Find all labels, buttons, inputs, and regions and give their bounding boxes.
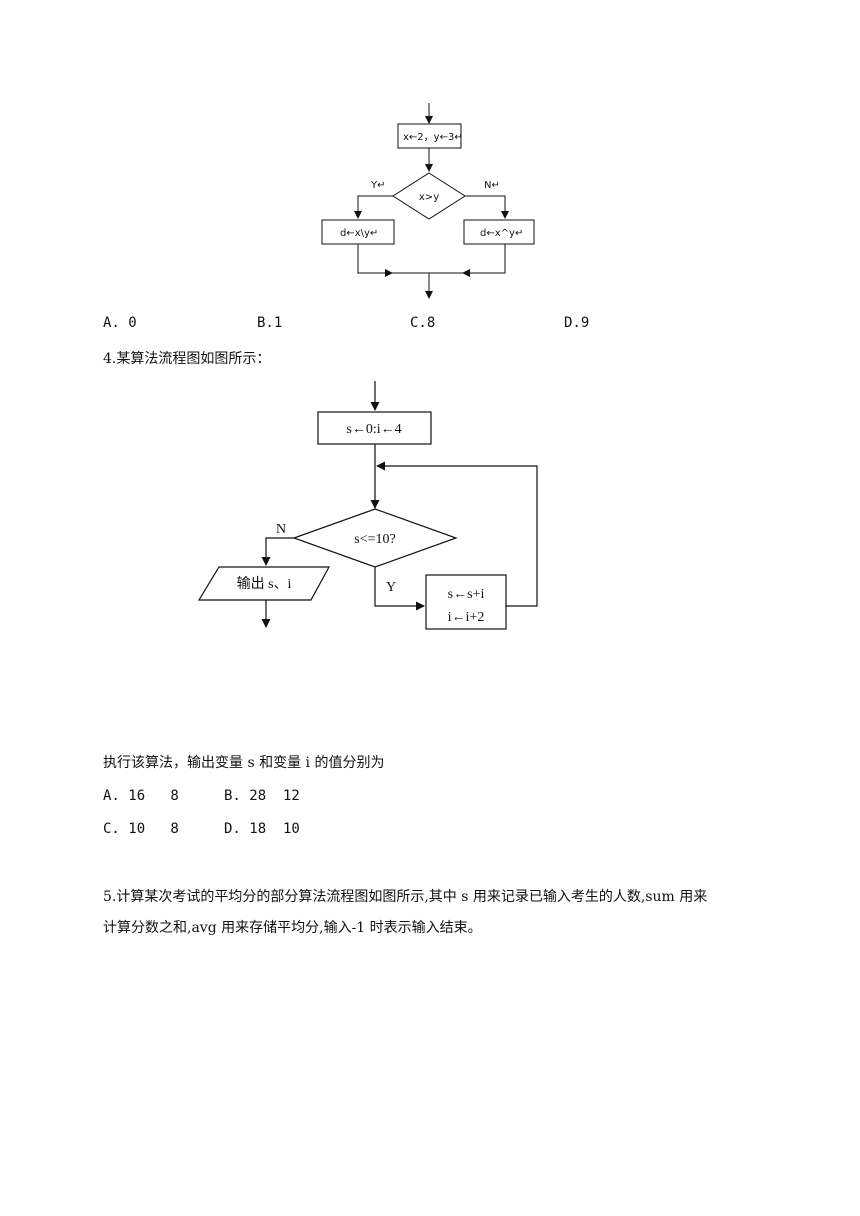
flowchart-2: s←0:i←4 s<=10? N Y 输出 s、i s←s+i i←i+2 bbox=[197, 381, 538, 630]
q4-option-a: A. 16 8 bbox=[103, 788, 179, 804]
no-branch-line bbox=[261, 537, 294, 566]
q5-line-1: 5.计算某次考试的平均分的部分算法流程图如图所示,其中 s 用来记录已输入考生的… bbox=[103, 889, 708, 905]
q4-stem: 4.某算法流程图如图所示： bbox=[103, 351, 271, 367]
no-label: N bbox=[276, 522, 286, 537]
q4-option-d: D. 18 10 bbox=[224, 821, 300, 837]
decision-label: s<=10? bbox=[354, 532, 395, 547]
left-process-box bbox=[321, 219, 395, 245]
q3-option-b: B.1 bbox=[257, 315, 283, 331]
merge-left-line bbox=[357, 244, 393, 277]
loop-return-line bbox=[376, 461, 538, 607]
q3-option-d: D.9 bbox=[564, 315, 590, 331]
right-process-box bbox=[463, 219, 535, 245]
no-label: N↵ bbox=[484, 180, 500, 191]
q4-question: 执行该算法，输出变量 s 和变量 i 的值分别为 bbox=[103, 755, 385, 771]
init-box-label: x←2，y←3↵ bbox=[403, 132, 463, 143]
merge-right-line bbox=[462, 244, 506, 277]
yes-label: Y↵ bbox=[370, 180, 386, 191]
yes-branch-line bbox=[354, 195, 393, 219]
q3-option-a: A. 0 bbox=[103, 315, 137, 331]
decision-diamond bbox=[392, 172, 466, 220]
q3-option-c: C.8 bbox=[410, 315, 436, 331]
right-box-label: d←x^y↵ bbox=[480, 228, 523, 239]
loop-line-2: i←i+2 bbox=[448, 610, 485, 625]
decision-label: x>y bbox=[419, 192, 439, 203]
q4-option-c: C. 10 8 bbox=[103, 821, 179, 837]
q4-option-b: B. 28 12 bbox=[224, 788, 300, 804]
output-parallelogram bbox=[197, 566, 331, 601]
no-branch-line bbox=[465, 195, 509, 219]
q5-line-2: 计算分数之和,avg 用来存储平均分,输入-1 时表示输入结束。 bbox=[103, 920, 482, 936]
left-box-label: d←x\y↵ bbox=[340, 228, 378, 239]
flowchart-1: x←2，y←3↵ x>y Y↵ N↵ d←x\y↵ d←x^y↵ bbox=[321, 103, 535, 299]
loop-line-1: s←s+i bbox=[448, 587, 485, 602]
yes-label: Y bbox=[386, 580, 396, 595]
loop-process-box bbox=[425, 574, 507, 630]
output-label: 输出 s、i bbox=[237, 576, 292, 592]
yes-branch-line bbox=[374, 567, 425, 611]
init-box-label: s←0:i←4 bbox=[346, 422, 401, 437]
